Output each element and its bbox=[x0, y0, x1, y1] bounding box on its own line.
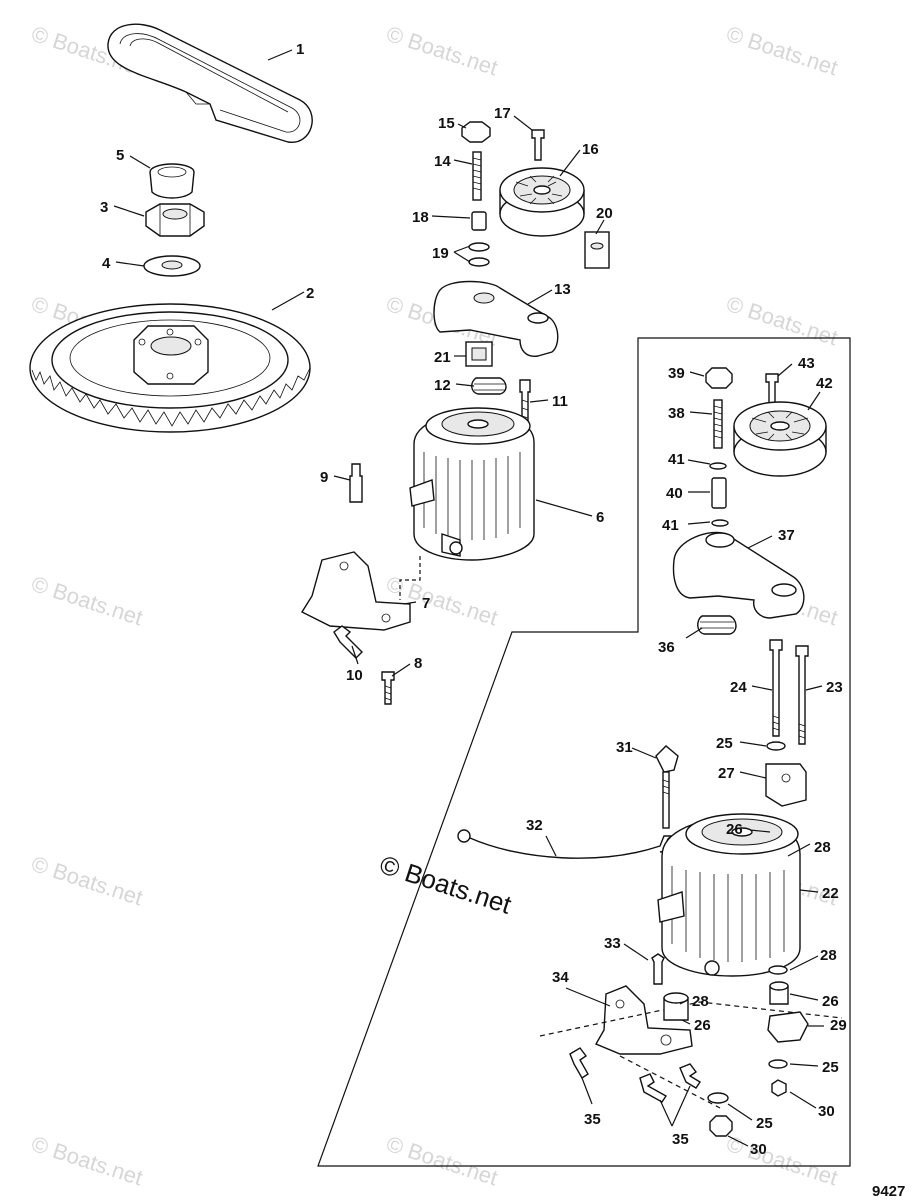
washer bbox=[143, 255, 201, 277]
watermark-text: © Boats.net bbox=[28, 571, 145, 630]
nut bbox=[145, 203, 205, 237]
inset-tensioner-arm bbox=[672, 531, 805, 619]
tension-spring bbox=[471, 377, 507, 395]
stud-and-spacer-stack bbox=[461, 121, 545, 267]
inset-mount-bracket bbox=[539, 985, 843, 1109]
callout-39: 39 bbox=[668, 365, 685, 382]
callout-27: 27 bbox=[718, 765, 735, 782]
inset-screw-31 bbox=[655, 745, 679, 829]
callout-9: 9 bbox=[320, 469, 328, 486]
watermark-text: © Boats.net bbox=[28, 1131, 145, 1190]
watermark-text: © Boats.net bbox=[723, 1131, 840, 1190]
callout-26a: 26 bbox=[726, 821, 743, 838]
callout-24: 24 bbox=[730, 679, 747, 696]
drive-belt bbox=[107, 23, 313, 143]
callout-26b: 26 bbox=[822, 993, 839, 1010]
callout-33: 33 bbox=[604, 935, 621, 952]
callout-36: 36 bbox=[658, 639, 675, 656]
callout-14: 14 bbox=[434, 153, 451, 170]
alternator bbox=[409, 407, 535, 561]
callout-26c: 26 bbox=[694, 1017, 711, 1034]
callout-10: 10 bbox=[346, 667, 363, 684]
callout-29: 29 bbox=[830, 1017, 847, 1034]
figure-number: 9427 bbox=[872, 1183, 905, 1200]
callout-25b: 25 bbox=[822, 1059, 839, 1076]
callout-25c: 25 bbox=[756, 1115, 773, 1132]
callout-20: 20 bbox=[596, 205, 613, 222]
callout-6: 6 bbox=[596, 509, 604, 526]
callout-30b: 30 bbox=[750, 1141, 767, 1158]
callout-25a: 25 bbox=[716, 735, 733, 752]
callout-7: 7 bbox=[422, 595, 430, 612]
callout-11: 11 bbox=[552, 393, 568, 410]
callout-5: 5 bbox=[116, 147, 124, 164]
callout-8: 8 bbox=[414, 655, 422, 672]
inset-idler-pulley bbox=[733, 401, 827, 477]
callout-28b: 28 bbox=[820, 947, 837, 964]
callout-18: 18 bbox=[412, 209, 429, 226]
callout-32: 32 bbox=[526, 817, 543, 834]
callout-16: 16 bbox=[582, 141, 599, 158]
callout-12: 12 bbox=[434, 377, 451, 394]
callout-28c: 28 bbox=[692, 993, 709, 1010]
bushing bbox=[149, 163, 195, 199]
inset-long-bolts bbox=[769, 639, 809, 745]
callout-30a: 30 bbox=[818, 1103, 835, 1120]
callout-35a: 35 bbox=[584, 1111, 601, 1128]
inset-spring bbox=[697, 615, 737, 635]
mounting-stud bbox=[349, 463, 363, 503]
tensioner-arm bbox=[433, 280, 559, 357]
callout-1: 1 bbox=[296, 41, 304, 58]
flywheel bbox=[29, 303, 311, 433]
callout-41b: 41 bbox=[662, 517, 679, 534]
square-spacer bbox=[465, 341, 493, 367]
callout-3: 3 bbox=[100, 199, 108, 216]
callout-22: 22 bbox=[822, 885, 839, 902]
callout-41a: 41 bbox=[668, 451, 685, 468]
callout-21: 21 bbox=[434, 349, 451, 366]
callout-15: 15 bbox=[438, 115, 455, 132]
inset-ground-cable bbox=[457, 829, 678, 859]
bracket-bolts bbox=[333, 625, 395, 705]
callout-labels: 1 2 3 4 5 6 7 8 9 10 11 12 13 14 15 16 1… bbox=[100, 41, 847, 1158]
callout-2: 2 bbox=[306, 285, 314, 302]
watermark-text: © Boats.net bbox=[28, 851, 145, 910]
callout-35b: 35 bbox=[672, 1131, 689, 1148]
inset-right-stack bbox=[767, 965, 809, 1097]
leader-lines bbox=[113, 49, 824, 1147]
callout-23: 23 bbox=[826, 679, 843, 696]
callout-37: 37 bbox=[778, 527, 795, 544]
callout-40: 40 bbox=[666, 485, 683, 502]
alternator-bracket bbox=[300, 551, 421, 631]
inset-alternator bbox=[657, 813, 801, 977]
callout-17: 17 bbox=[494, 105, 511, 122]
callout-4: 4 bbox=[102, 255, 111, 272]
callout-19: 19 bbox=[432, 245, 449, 262]
callout-28a: 28 bbox=[814, 839, 831, 856]
callout-31: 31 bbox=[616, 739, 633, 756]
watermark-text: © Boats.net bbox=[383, 21, 500, 80]
callout-13: 13 bbox=[554, 281, 571, 298]
watermark-layer: © Boats.net © Boats.net © Boats.net © Bo… bbox=[28, 21, 840, 1190]
callout-43: 43 bbox=[798, 355, 815, 372]
callout-42: 42 bbox=[816, 375, 833, 392]
callout-38: 38 bbox=[668, 405, 685, 422]
sleeve-insert bbox=[584, 231, 610, 269]
idler-pulley bbox=[499, 167, 585, 237]
callout-34: 34 bbox=[552, 969, 569, 986]
watermark-text: © Boats.net bbox=[383, 1131, 500, 1190]
watermark-main: © Boats.net bbox=[376, 849, 516, 920]
watermark-text: © Boats.net bbox=[723, 21, 840, 80]
inset-frame bbox=[317, 337, 851, 1167]
watermark-text: © Boats.net bbox=[723, 291, 840, 350]
